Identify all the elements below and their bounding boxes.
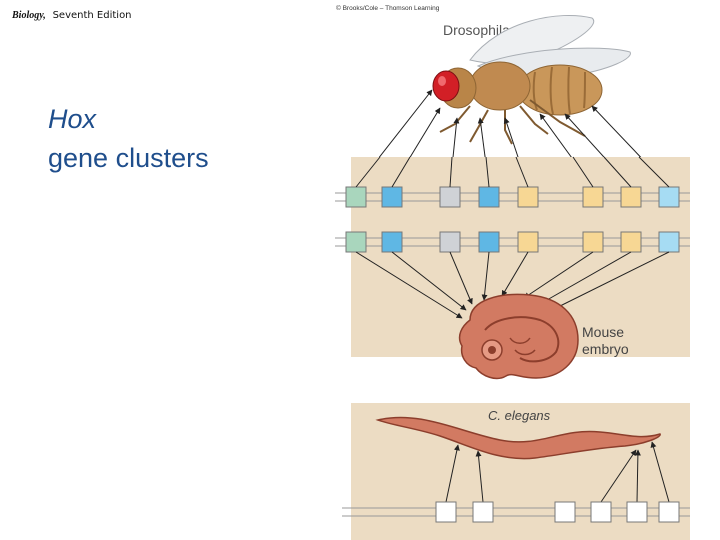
fly-arrows-in-panel xyxy=(355,156,670,188)
mouse-gene-cluster xyxy=(335,231,690,253)
slide-header: Biology, Seventh Edition xyxy=(12,10,132,21)
copyright-text: © Brooks/Cole – Thomson Learning xyxy=(336,4,440,12)
slide-title: Hox gene clusters xyxy=(48,100,209,178)
mouse-arrows xyxy=(355,251,670,319)
c-elegans-arrows xyxy=(445,441,670,503)
book-title: Biology, xyxy=(12,10,46,21)
drosophila-illustration xyxy=(432,15,631,145)
mouse-embryo-illustration xyxy=(458,293,579,380)
mouse-embryo-label-2: embryo xyxy=(582,341,629,357)
book-edition: Seventh Edition xyxy=(52,10,132,21)
mouse-embryo-label-1: Mouse xyxy=(582,324,624,340)
drosophila-label: Drosophila xyxy=(443,22,510,38)
title-line-1: Hox xyxy=(48,104,97,134)
c-elegans-label: C. elegans xyxy=(488,408,551,423)
title-line-2: gene clusters xyxy=(48,143,209,173)
c-elegans-illustration xyxy=(375,416,661,460)
c-elegans-gene-cluster xyxy=(342,501,690,523)
